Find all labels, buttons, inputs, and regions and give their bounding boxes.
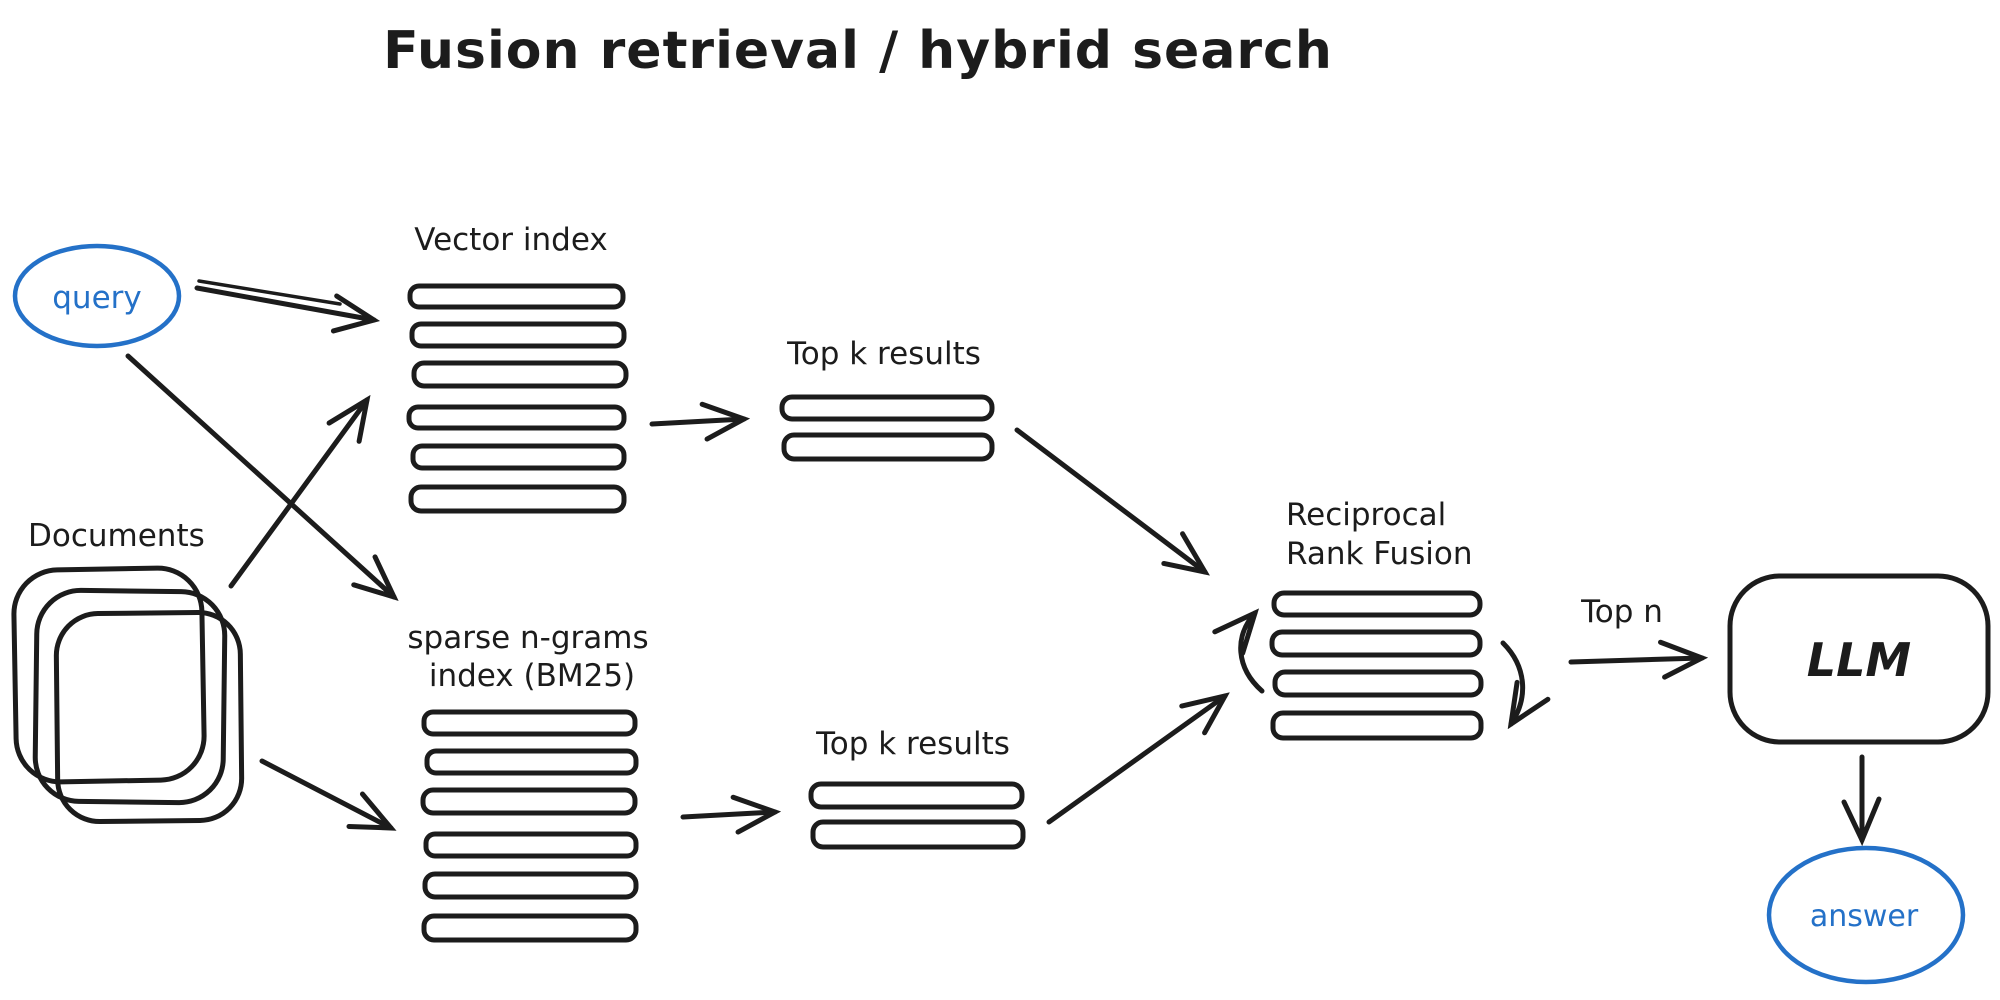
arrow-query-to-vector-index-doublestroke [197, 279, 342, 306]
rerank-cycle-arrow-left [1241, 613, 1265, 694]
index-bar [423, 831, 639, 859]
document-card [11, 565, 207, 785]
rrf-label-line1: Reciprocal [1286, 497, 1446, 533]
llm-box [1727, 573, 1991, 745]
llm-label: LLM [1807, 633, 1911, 687]
edges: Top n [125, 279, 1862, 840]
answer-node: answer [1766, 845, 1966, 985]
rrf-label-line2: Rank Fusion [1286, 536, 1472, 572]
sparse-index-label-line1: sparse n-grams [407, 620, 648, 656]
index-bar [406, 404, 627, 431]
index-bar [409, 321, 627, 349]
arrow-query-to-vector-index [194, 285, 374, 320]
query-label: query [52, 280, 142, 316]
arrow-documents-to-sparse-index [259, 758, 391, 828]
index-bar [411, 360, 629, 389]
answer-ellipse [1766, 845, 1966, 985]
document-card [32, 587, 228, 806]
index-bar [421, 913, 639, 943]
arrow-rrf-to-llm [1568, 658, 1702, 662]
top-k-sparse-node: Top k results [808, 726, 1026, 850]
result-bar [779, 394, 995, 422]
index-bar [421, 709, 638, 737]
document-card [53, 609, 245, 825]
vector-index-label: Vector index [414, 222, 607, 258]
rrf-node: Reciprocal Rank Fusion [1241, 497, 1523, 741]
top-k-vector-label: Top k results [786, 336, 981, 372]
top-k-vector-node: Top k results [779, 336, 995, 462]
index-bar [422, 871, 639, 900]
rank-bar [1270, 710, 1484, 741]
query-ellipse [12, 243, 182, 349]
result-bar [781, 432, 995, 462]
index-bar [410, 443, 627, 471]
rerank-cycle-arrow-right [1500, 640, 1523, 724]
arrow-documents-to-vector-index [228, 400, 367, 589]
result-bar [808, 781, 1025, 810]
rank-bar [1272, 669, 1484, 698]
llm-node: LLM [1727, 573, 1991, 745]
documents-node: Documents [11, 518, 245, 825]
index-bar [420, 787, 638, 816]
arrow-vector-index-to-top-k [649, 419, 744, 424]
index-bar [407, 283, 626, 310]
sparse-index-label-line2: index (BM25) [429, 658, 635, 694]
answer-label: answer [1810, 899, 1919, 934]
top-n-label: Top n [1580, 594, 1663, 630]
result-bar [810, 819, 1026, 850]
top-k-sparse-label: Top k results [815, 726, 1010, 762]
documents-label: Documents [28, 518, 205, 554]
sparse-index-node: sparse n-grams index (BM25) [407, 620, 649, 943]
index-bar [424, 748, 639, 776]
index-bar [408, 484, 627, 514]
vector-index-node: Vector index [406, 222, 629, 514]
rank-bar [1271, 590, 1483, 618]
arrow-query-to-sparse-index [125, 353, 394, 597]
arrow-top-k-sparse-to-rrf [1046, 696, 1225, 825]
arrow-top-k-vector-to-rrf [1014, 427, 1205, 572]
diagram-title: Fusion retrieval / hybrid search [383, 21, 1333, 81]
query-node: query [12, 243, 182, 349]
rank-bar [1269, 629, 1483, 658]
arrow-sparse-index-to-top-k [680, 812, 775, 817]
